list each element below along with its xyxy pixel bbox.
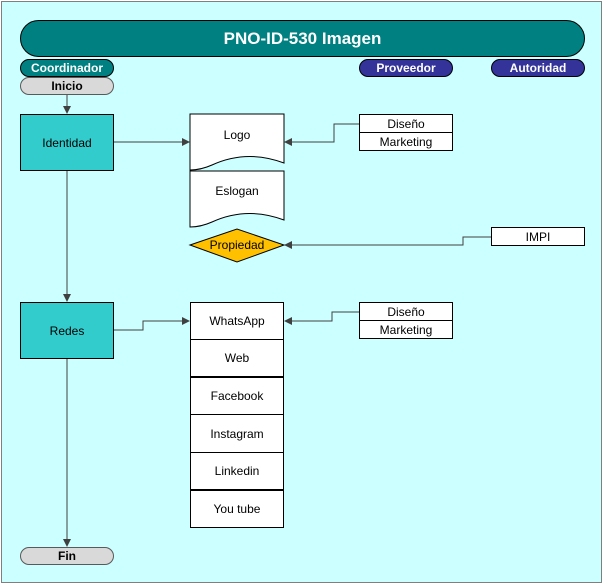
arrow-redes-whatsapp (114, 317, 190, 331)
propiedad-decision (188, 228, 286, 263)
channel-facebook: Facebook (190, 377, 284, 415)
process-identidad: Identidad (20, 114, 114, 171)
end-terminator: Fin (20, 547, 114, 565)
channel-web: Web (190, 339, 284, 377)
lane-proveedor: Proveedor (359, 59, 453, 77)
eslogan-label: Eslogan (215, 184, 258, 198)
input-diseno-identidad: Diseño (359, 114, 453, 133)
arrow-impi-propiedad (284, 236, 491, 249)
arrow-diseno-logo (284, 123, 359, 146)
arrow-diseno-whatsapp (284, 311, 359, 325)
channel-instagram: Instagram (190, 414, 284, 453)
input-diseno-redes: Diseño (359, 302, 453, 321)
input-impi: IMPI (491, 227, 585, 246)
channel-youtube: You tube (190, 490, 284, 528)
input-marketing-redes: Marketing (359, 320, 453, 339)
input-marketing-identidad: Marketing (359, 132, 453, 151)
process-redes: Redes (20, 302, 114, 359)
lane-autoridad: Autoridad (491, 59, 585, 77)
lane-coordinador: Coordinador (20, 59, 114, 77)
logo-label: Logo (224, 128, 251, 142)
diagram-title: PNO-ID-530 Imagen (20, 20, 585, 57)
logo-document (189, 113, 285, 171)
channel-whatsapp: WhatsApp (190, 302, 284, 340)
propiedad-label: Propiedad (210, 238, 265, 252)
eslogan-document (189, 170, 285, 228)
start-terminator: Inicio (20, 77, 114, 95)
channel-linkedin: Linkedin (190, 452, 284, 490)
